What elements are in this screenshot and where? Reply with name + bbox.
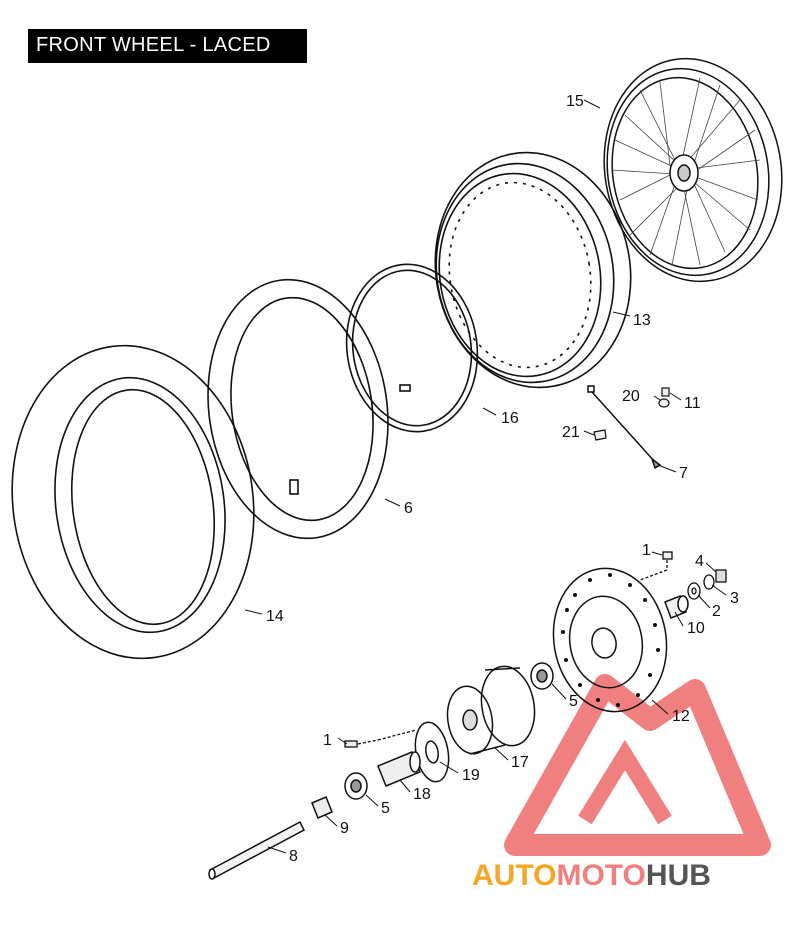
axle-spacer-tube <box>377 751 421 787</box>
watermark-text: AUTOMOTOHUB <box>472 859 711 892</box>
rim <box>434 151 632 389</box>
watermark-moto: MOTO <box>556 859 645 892</box>
axle-nut <box>715 569 727 583</box>
washer <box>687 582 701 600</box>
callout-4: 4 <box>695 553 704 570</box>
balance-screw <box>661 387 670 397</box>
callout-15: 15 <box>566 93 584 110</box>
svg-text:AUTOMOTOHUB: AUTOMOTOHUB <box>472 859 711 892</box>
callout-10: 10 <box>687 620 705 637</box>
callout-18: 18 <box>413 786 431 803</box>
axle <box>208 820 305 880</box>
rim-strip <box>345 263 479 433</box>
leader-lines <box>244 99 727 854</box>
rotor-bolt-lower <box>344 729 417 748</box>
bearing-lower <box>344 772 368 800</box>
callout-6: 6 <box>404 500 413 517</box>
spacer <box>664 595 689 619</box>
callout-11: 11 <box>684 395 701 412</box>
callout-17: 17 <box>511 754 529 771</box>
brake-rotor <box>552 567 668 713</box>
callout-12: 12 <box>672 708 690 725</box>
callout-2: 2 <box>712 603 721 620</box>
callout-labels: 15 13 16 20 11 21 7 6 14 1 4 3 2 10 5 12… <box>266 93 739 865</box>
diagram-title: FRONT WHEEL - LACED <box>36 34 271 56</box>
nipple <box>593 429 607 441</box>
tire <box>11 344 255 660</box>
callout-9: 9 <box>340 820 349 837</box>
callout-14: 14 <box>266 608 284 625</box>
watermark-logo <box>504 674 771 856</box>
callout-8: 8 <box>289 848 298 865</box>
callout-13: 13 <box>633 312 651 329</box>
callout-3: 3 <box>730 590 739 607</box>
callout-19: 19 <box>462 767 480 784</box>
callout-5-upper: 5 <box>569 693 578 710</box>
callout-1-upper: 1 <box>642 542 651 559</box>
callout-20: 20 <box>622 388 640 405</box>
bearing-upper <box>530 662 554 690</box>
spoke <box>587 385 662 470</box>
laced-wheel <box>603 57 783 283</box>
lock-washer <box>703 574 715 590</box>
watermark-hub: HUB <box>646 859 711 892</box>
hub <box>446 665 536 755</box>
axle-spacer <box>311 796 333 819</box>
callout-21: 21 <box>562 424 580 441</box>
hub-disc <box>414 721 450 783</box>
balance-nut <box>658 398 670 408</box>
callout-7: 7 <box>679 465 688 482</box>
callout-5-lower: 5 <box>381 800 390 817</box>
watermark-auto: AUTO <box>472 859 556 892</box>
callout-16: 16 <box>501 410 519 427</box>
title-banner: FRONT WHEEL - LACED <box>28 29 307 63</box>
rotor-bolt-upper <box>639 551 673 581</box>
callout-1-lower: 1 <box>323 732 332 749</box>
